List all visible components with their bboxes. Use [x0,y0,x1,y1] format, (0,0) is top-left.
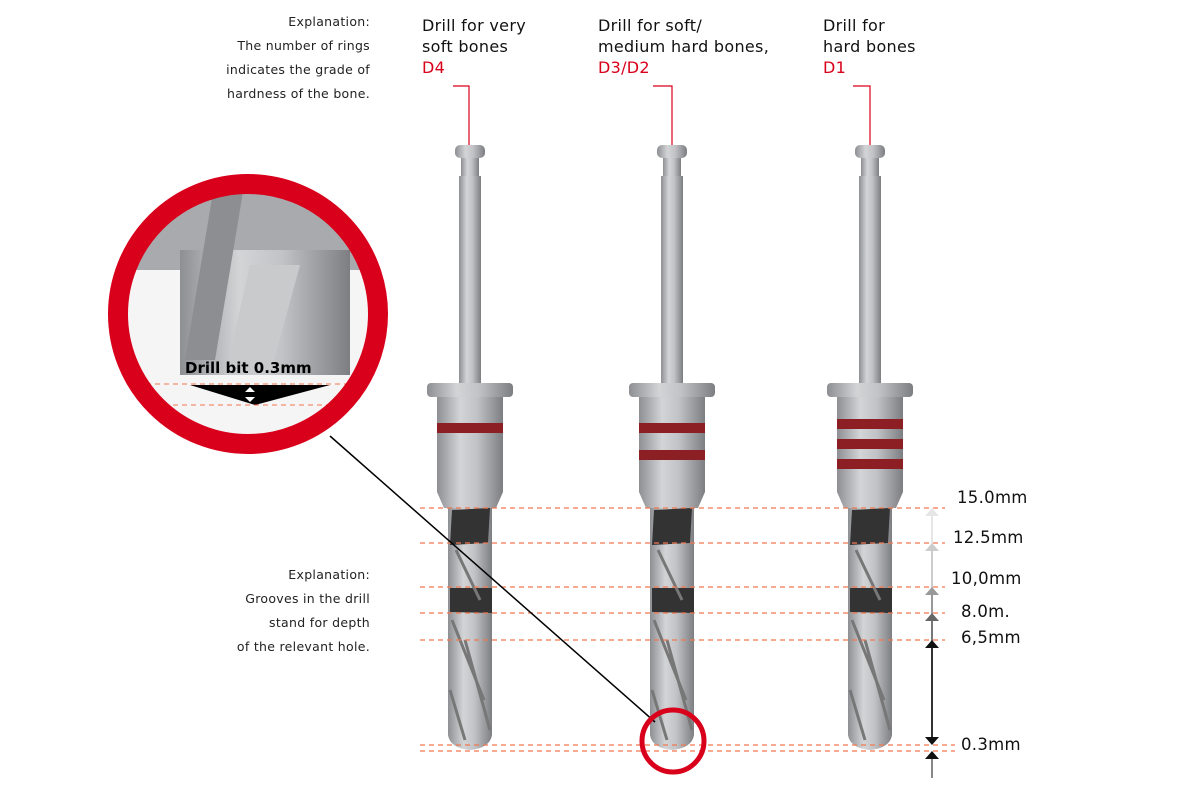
drill-heading-d1: Drill for hard bones D1 [823,15,916,78]
bone-class-code: D1 [823,58,847,77]
heading-line: Drill for very [422,16,526,35]
heading-line: Drill for [823,16,886,35]
depth-label: 10,0mm [951,569,1022,588]
explanation-line: indicates the grade of [226,62,370,77]
depth-guide-lines [420,507,955,752]
depth-label: 6,5mm [961,628,1021,647]
depth-label: 12.5mm [953,528,1024,547]
depth-label: 15.0mm [957,488,1028,507]
hardness-ring [837,439,903,449]
hardness-ring [639,423,705,433]
explanation-grooves: Explanation: Grooves in the drill stand … [150,563,370,659]
drill-d3-d2 [627,143,717,752]
magnifier-connector [329,435,656,723]
bone-class-code: D3/D2 [598,58,650,77]
heading-line: Drill for soft/ [598,16,703,35]
hardness-ring [837,419,903,429]
explanation-line: Grooves in the drill [245,591,370,606]
magnifier-target-circle [639,707,707,775]
leader-lines [453,85,871,145]
depth-scale-arrow [925,508,939,778]
explanation-rings: Explanation: The number of rings indicat… [150,10,370,106]
magnifier-lens [108,174,388,454]
explanation-title: Explanation: [288,14,370,29]
drill-heading-d3-d2: Drill for soft/ medium hard bones, D3/D2 [598,15,769,78]
depth-label: 0.3mm [961,735,1021,754]
drill-d4 [425,143,515,752]
explanation-line: hardness of the bone. [226,86,370,101]
heading-line: soft bones [422,37,509,56]
explanation-line: The number of rings [237,38,370,53]
drill-heading-d4: Drill for very soft bones D4 [422,15,526,78]
hardness-ring [437,423,503,433]
hardness-ring [639,450,705,460]
explanation-title: Explanation: [288,567,370,582]
heading-line: medium hard bones, [598,37,770,56]
drill-bit-label: Drill bit 0.3mm [185,359,312,377]
heading-line: hard bones [823,37,916,56]
hardness-ring [837,459,903,469]
bone-class-code: D4 [422,58,446,77]
explanation-line: of the relevant hole. [236,639,370,654]
depth-label: 8.0m. [961,602,1011,621]
explanation-line: stand for depth [269,615,370,630]
